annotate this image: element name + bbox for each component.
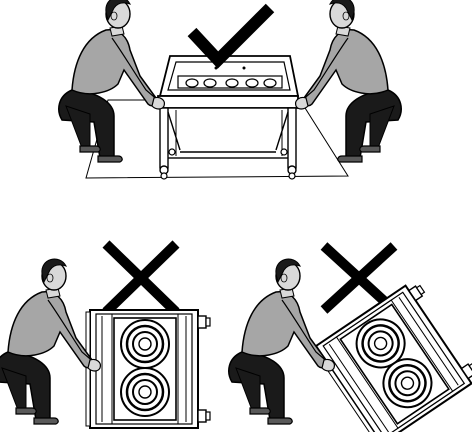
person-single-b	[229, 259, 335, 424]
panel-correct-lift	[59, 0, 401, 179]
appliance-on-side	[86, 310, 210, 428]
cross-icon	[106, 244, 176, 312]
check-mark-icon	[192, 8, 270, 60]
panel-wrong-lift-tilted	[229, 246, 472, 432]
person-single-a	[0, 259, 100, 424]
panel-wrong-lift-on-side	[0, 244, 210, 428]
